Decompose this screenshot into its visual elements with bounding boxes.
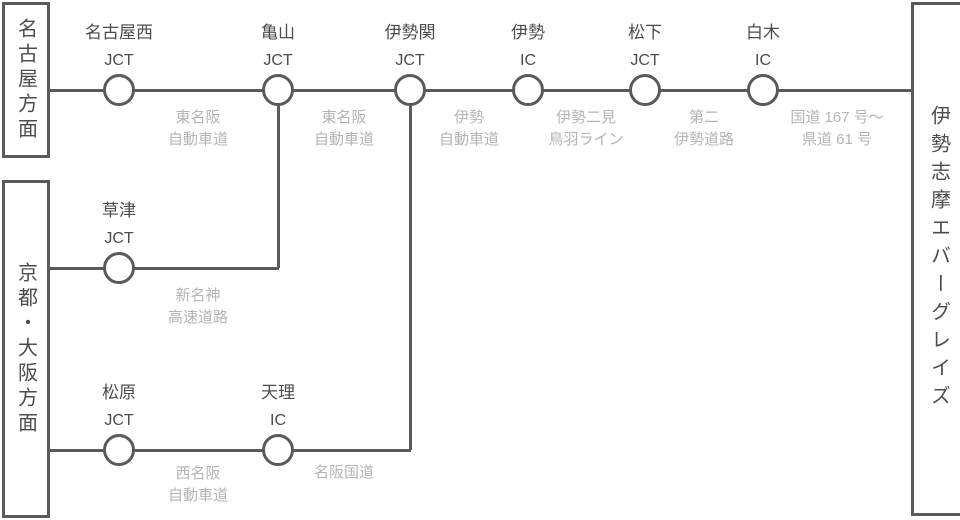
node-name: 松下 [628, 23, 662, 42]
junction-circle [103, 74, 135, 106]
road-label-route167-prefroad61: 国道 167 号〜 県道 61 号 [790, 109, 884, 148]
node-name: 草津 [102, 201, 136, 220]
origin-box-kyoto-osaka: 京都・大阪方面 [2, 180, 50, 518]
road-label-daini-ise-road: 第二 伊勢道路 [673, 109, 735, 148]
origin-box-nagoya-label: 名古屋方面 [14, 17, 37, 143]
junction-circle [103, 252, 135, 284]
node-type: JCT [630, 52, 660, 69]
road-label-isefutami-toba-line: 伊勢二見 鳥羽ライン [548, 109, 624, 148]
origin-box-nagoya: 名古屋方面 [2, 2, 50, 158]
node-name: 天理 [261, 383, 295, 402]
node-name: 白木 [746, 23, 780, 42]
route-line-top [50, 88, 911, 92]
junction-circle [747, 74, 779, 106]
node-type: JCT [263, 52, 293, 69]
node-name: 名古屋西 [85, 23, 153, 42]
node-type: JCT [395, 52, 425, 69]
node-name: 伊勢関 [384, 23, 436, 42]
destination-box-label: 伊勢志摩エバーグレイズ [927, 105, 950, 413]
origin-box-kyoto-osaka-label: 京都・大阪方面 [14, 261, 37, 437]
node-type: JCT [104, 52, 134, 69]
destination-box: 伊勢志摩エバーグレイズ [911, 2, 960, 516]
route-line-kusatsu [50, 266, 279, 270]
road-label-meihan-kokudo: 名阪国道 [313, 464, 375, 481]
junction-circle [394, 74, 426, 106]
junction-circle [262, 434, 294, 466]
node-type: IC [755, 52, 771, 69]
route-line-meihan [50, 448, 411, 452]
road-label-higashimeihan-b: 東名阪 自動車道 [313, 109, 375, 148]
node-name: 松原 [102, 383, 136, 402]
junction-circle [629, 74, 661, 106]
node-type: JCT [104, 230, 134, 247]
node-name: 亀山 [261, 23, 295, 42]
node-type: JCT [104, 412, 134, 429]
junction-circle [103, 434, 135, 466]
node-type: IC [520, 52, 536, 69]
road-label-ise-expressway: 伊勢 自動車道 [438, 109, 500, 148]
road-label-nishimeihan: 西名阪 自動車道 [167, 465, 229, 504]
road-label-higashimeihan-a: 東名阪 自動車道 [167, 109, 229, 148]
node-name: 伊勢 [511, 23, 545, 42]
junction-circle [512, 74, 544, 106]
route-line-iseseki-vertical [408, 90, 412, 450]
node-type: IC [270, 412, 286, 429]
junction-circle [262, 74, 294, 106]
road-label-shinmeishin: 新名神 高速道路 [167, 287, 229, 326]
route-line-kameyama-vertical [276, 90, 280, 268]
